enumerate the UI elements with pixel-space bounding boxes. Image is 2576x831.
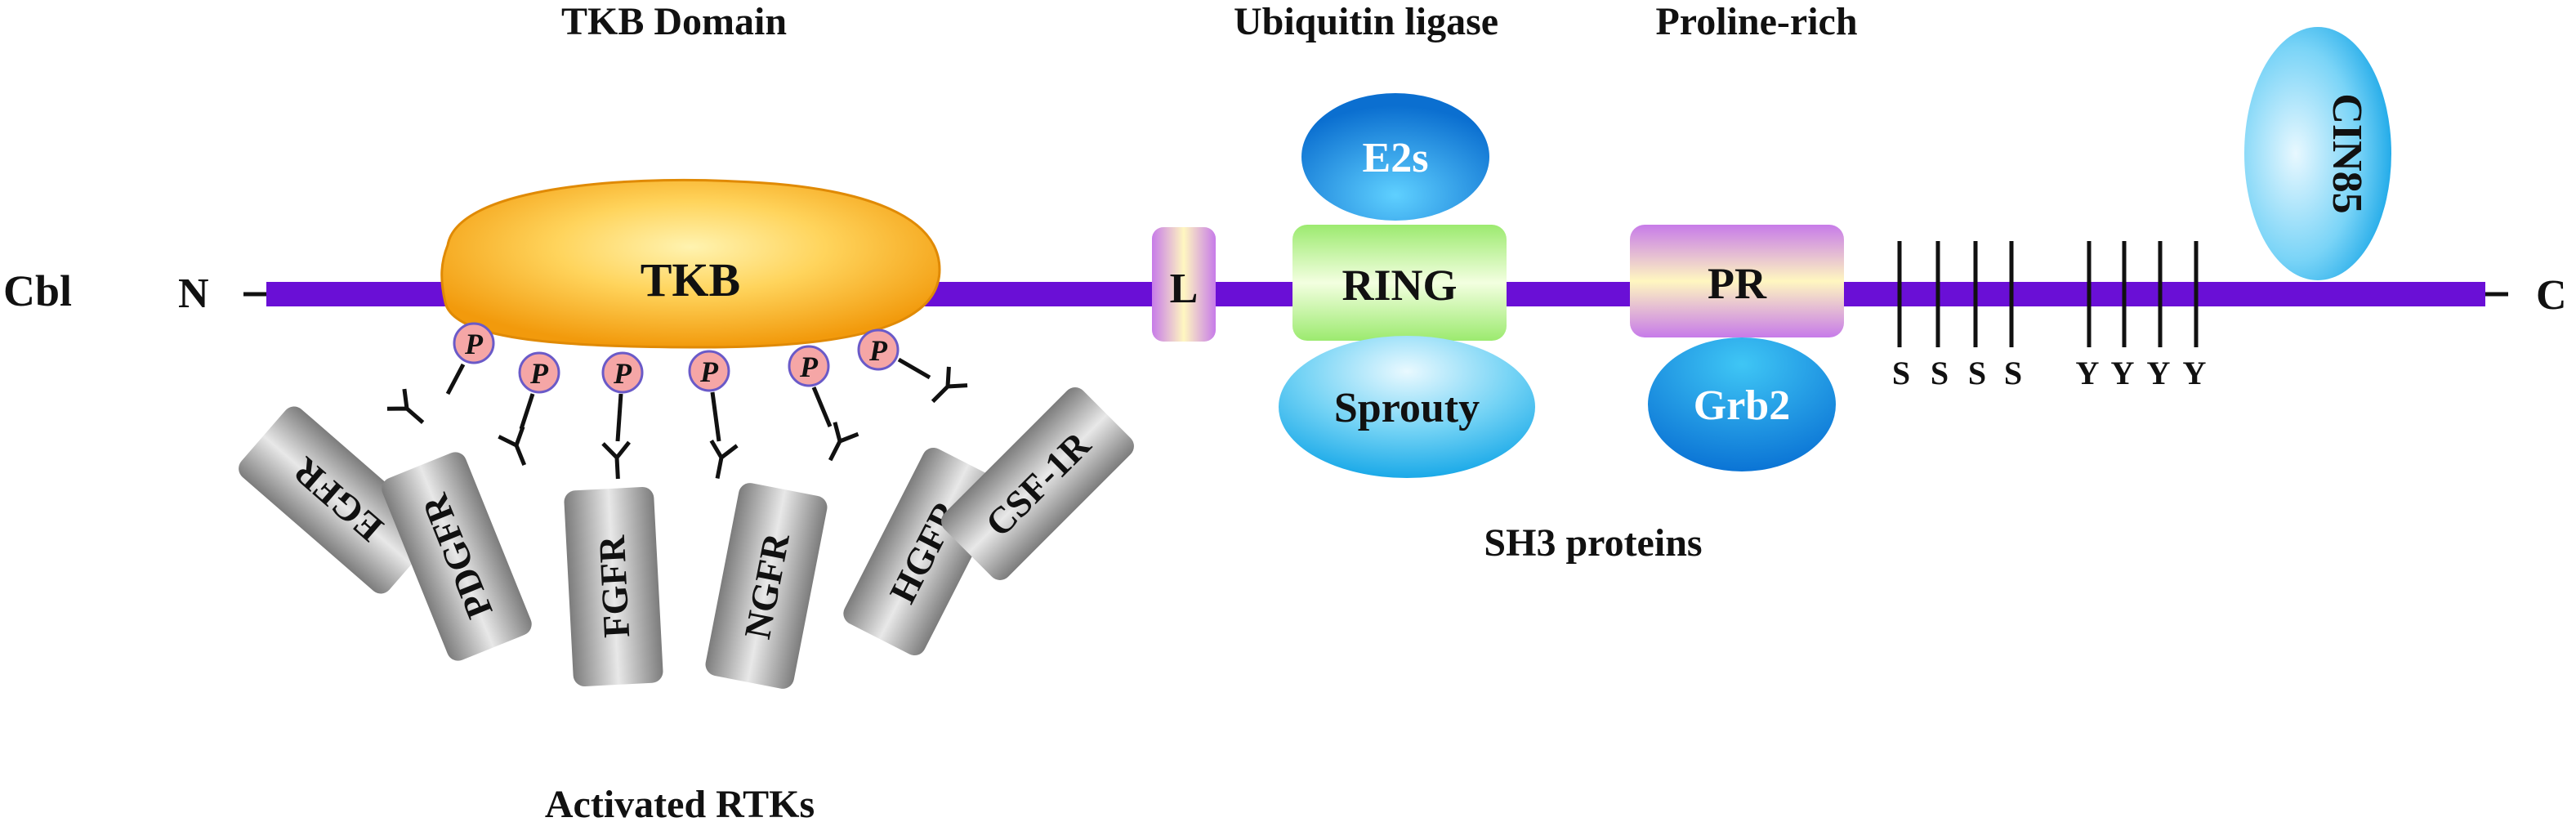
tyrosine-site-label: Y	[2076, 355, 2100, 391]
phospho-connector-line	[445, 363, 466, 395]
ubiquitin-ligase-title: Ubiquitin ligase	[1234, 0, 1498, 43]
phospho-connector-line	[897, 357, 931, 380]
tkb-domain-title: TKB Domain	[561, 0, 787, 43]
cin85-ellipse	[2244, 27, 2391, 280]
sprouty-ellipse	[1279, 336, 1535, 478]
receptor-fgfr: FGFR	[564, 486, 663, 687]
receptor-y-shape	[828, 422, 859, 462]
phospho-label: P	[799, 351, 819, 383]
e2s-ellipse	[1301, 93, 1489, 221]
receptor-box	[382, 452, 532, 661]
receptor-y-tip	[828, 422, 859, 462]
phospho-circle	[601, 351, 644, 394]
proline-rich-title: Proline-rich	[1655, 0, 1857, 43]
phospho-connector-line	[519, 393, 535, 430]
phospho-label: P	[613, 357, 632, 390]
phospho-label: P	[529, 357, 549, 390]
sprouty-label: Sprouty	[1334, 385, 1480, 431]
n-terminus-label: N	[178, 270, 209, 317]
receptor-y-tip	[709, 440, 739, 479]
linker-domain-label: L	[1170, 266, 1199, 312]
receptor-y-shape	[709, 440, 739, 479]
pr-domain-shape	[1630, 225, 1844, 337]
tkb-domain-shape	[440, 178, 941, 349]
ring-domain-label: RING	[1342, 261, 1457, 310]
receptor-box	[941, 387, 1134, 580]
tkb-domain-label: TKB	[641, 253, 741, 306]
sh3-proteins-label: SH3 proteins	[1484, 521, 1702, 565]
receptor-box	[239, 406, 436, 594]
cin85-label: CIN85	[2324, 93, 2370, 213]
c-terminus-label: C	[2536, 272, 2567, 319]
receptor-y-shape	[498, 426, 527, 467]
serine-site-label: S	[1892, 355, 1910, 391]
serine-site-label: S	[1968, 355, 1986, 391]
receptor-y-shape	[931, 366, 968, 404]
linker-domain-shape	[1152, 227, 1216, 342]
receptor-label: FGFR	[591, 534, 638, 638]
phospho-circle	[857, 328, 900, 371]
cbl-label: Cbl	[3, 266, 72, 315]
phospho-circle	[788, 345, 830, 387]
e2s-label: E2s	[1363, 135, 1429, 181]
phospho-label: P	[699, 355, 719, 388]
receptor-box	[564, 486, 663, 687]
receptor-y-shape	[601, 440, 631, 480]
tyrosine-site-label: Y	[2147, 355, 2171, 391]
receptor-box	[705, 483, 828, 689]
phospho-label: P	[868, 334, 888, 367]
receptor-y-shape	[386, 388, 425, 424]
serine-site-label: S	[1931, 355, 1949, 391]
receptor-y-tip	[386, 388, 425, 424]
activated-rtks-label: Activated RTKs	[545, 783, 815, 826]
receptor-y-tip	[931, 366, 968, 404]
phospho-circle	[453, 322, 495, 364]
grb2-ellipse	[1648, 337, 1836, 471]
phospho-connector-line	[615, 393, 623, 442]
tyrosine-site-label: Y	[2111, 355, 2135, 391]
receptor-y-tip	[601, 440, 631, 480]
phospho-connector-line	[710, 391, 721, 442]
phospho-circle	[518, 351, 560, 394]
phospho-connector-line	[811, 386, 833, 427]
phospho-label: P	[464, 328, 484, 360]
serine-site-label: S	[2004, 355, 2022, 391]
ring-domain-shape	[1292, 225, 1507, 341]
phospho-circle	[688, 350, 730, 392]
receptor-y-tip	[498, 426, 527, 467]
receptor-ngfr: NGFR	[705, 483, 828, 689]
pr-domain-label: PR	[1708, 259, 1767, 308]
receptor-pdgfr: PDGFR	[382, 452, 532, 661]
grb2-label: Grb2	[1694, 382, 1790, 429]
tyrosine-site-label: Y	[2183, 355, 2207, 391]
